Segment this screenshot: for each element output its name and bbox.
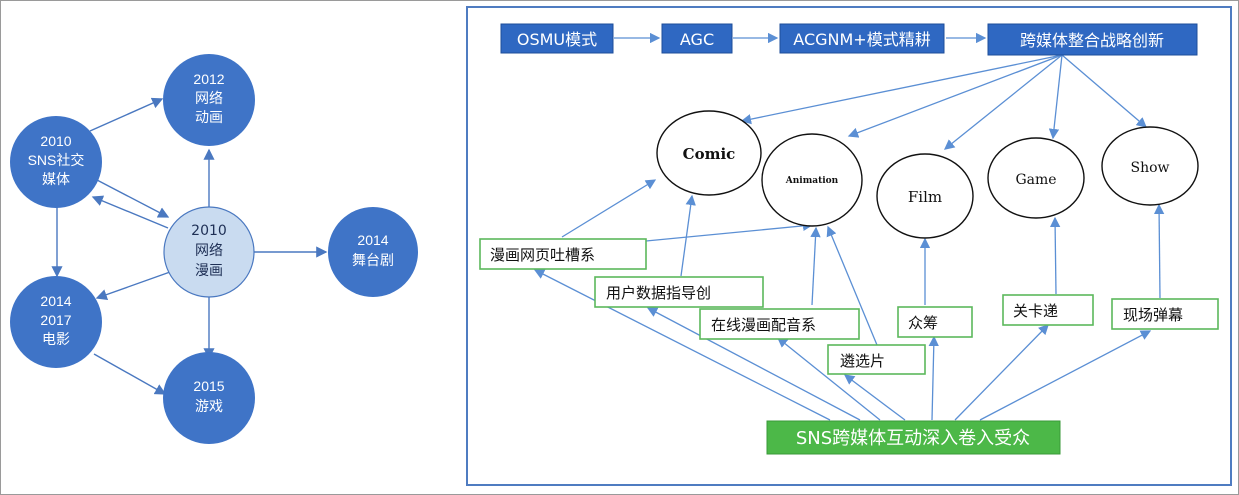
- arrow-strategy-to-film: [943, 54, 1063, 150]
- arrow-strategy-to-game: [1048, 54, 1063, 140]
- node-label-line: SNS社交: [28, 152, 85, 168]
- interaction-tucao: 漫画网页吐槽系: [479, 238, 647, 270]
- edge-manga-to-movie: [95, 271, 171, 300]
- arrow-tucao-to-comic: [561, 179, 657, 238]
- media-film: Film: [876, 153, 974, 239]
- edge-sns-to-animation: [89, 97, 164, 132]
- interaction-label: 用户数据指导创: [606, 284, 711, 302]
- node-label-line: 2010: [40, 133, 71, 149]
- media-game: Game: [987, 137, 1085, 219]
- media-label: Comic: [683, 145, 736, 163]
- interaction-crowdfund: 众筹: [897, 306, 973, 338]
- interaction-label: 众筹: [908, 314, 938, 332]
- media-comic: Comic: [656, 110, 762, 196]
- top-box-label: OSMU模式: [517, 30, 597, 49]
- interaction-label: 在线漫画配音系: [711, 316, 816, 334]
- top-box-label: 跨媒体整合战略创新: [1020, 31, 1164, 50]
- interaction-levels: 关卡递: [1002, 294, 1094, 326]
- arrow-selection-to-animation: [826, 225, 878, 346]
- audience-label: SNS跨媒体互动深入卷入受众: [796, 428, 1030, 449]
- arrow-audience-to-crowdfund: [928, 335, 939, 421]
- edge-movie-to-game: [93, 353, 167, 395]
- node-movie: 2014 2017 电影: [10, 276, 102, 368]
- right-panel-border: [466, 6, 1232, 486]
- node-web-manga: 2010 网络 漫画: [163, 206, 255, 298]
- top-box-agc: AGC: [661, 23, 733, 54]
- arrow-strategy-to-show: [1061, 54, 1147, 128]
- node-label-line: 媒体: [42, 171, 70, 187]
- top-box-acgnm: ACGNM+模式精耕: [779, 23, 945, 54]
- interaction-label: 关卡递: [1013, 302, 1058, 320]
- node-stage-play: 2014 舞台剧: [328, 207, 418, 297]
- arrow-audience-to-userdata: [646, 307, 861, 421]
- node-label-line: 网络: [195, 243, 223, 259]
- left-edges: [51, 97, 328, 395]
- edge-sns-to-manga: [96, 179, 170, 218]
- node-label-line: 2012: [193, 71, 224, 87]
- node-sns-social-media: 2010 SNS社交 媒体: [10, 116, 102, 208]
- arrow-userdata-to-comic: [680, 194, 696, 277]
- top-box-label: ACGNM+模式精耕: [793, 30, 930, 49]
- interaction-dubbing: 在线漫画配音系: [699, 308, 860, 340]
- arrow-audience-to-selection: [843, 374, 906, 421]
- interaction-label: 漫画网页吐槽系: [490, 246, 595, 264]
- node-label-line: 游戏: [195, 398, 223, 414]
- arrow-audience-to-tucao: [533, 269, 831, 421]
- arrow-strategy-to-animation: [847, 54, 1063, 138]
- top-box-label: AGC: [680, 30, 714, 49]
- node-label-line: 2014: [357, 232, 388, 248]
- media-show: Show: [1101, 126, 1199, 206]
- node-label-line: 网络: [195, 90, 223, 106]
- arrow-tucao-to-animation: [645, 220, 814, 242]
- arrow-audience-to-danmaku: [979, 330, 1152, 421]
- node-label-line: 2015: [193, 378, 224, 394]
- node-label-line: 2017: [40, 312, 71, 328]
- arrow-strategy-to-comic: [740, 54, 1063, 125]
- node-label-line: 电影: [42, 331, 70, 347]
- node-game: 2015 游戏: [163, 352, 255, 444]
- media-label: Animation: [785, 176, 839, 186]
- interaction-userdata: 用户数据指导创: [594, 276, 764, 308]
- audience-box: SNS跨媒体互动深入卷入受众: [766, 420, 1061, 455]
- arrow-audience-to-dubbing: [776, 337, 881, 421]
- interaction-label: 现场弹幕: [1123, 306, 1183, 324]
- interaction-selection: 遴选片: [827, 344, 926, 375]
- edge-manga-to-sns: [91, 195, 169, 229]
- node-label-line: 动画: [195, 109, 223, 125]
- arrow-audience-to-levels: [954, 324, 1049, 421]
- media-label: Game: [1015, 172, 1056, 188]
- node-label-line: 舞台剧: [352, 252, 394, 268]
- arrow-levels-to-game: [1049, 216, 1061, 295]
- interaction-label: 遴选片: [840, 352, 885, 370]
- node-label-line: 2014: [40, 293, 71, 309]
- arrow-dubbing-to-animation: [810, 226, 821, 306]
- interaction-danmaku: 现场弹幕: [1111, 298, 1219, 330]
- right-arrows: [533, 32, 1165, 421]
- top-box-osmu: OSMU模式: [500, 23, 614, 54]
- media-label: Film: [908, 188, 942, 206]
- node-label-line: 2010: [191, 223, 227, 239]
- media-animation: Animation: [761, 133, 863, 227]
- top-box-strategy: 跨媒体整合战略创新: [987, 23, 1198, 56]
- node-label-line: 漫画: [195, 263, 223, 279]
- media-label: Show: [1130, 160, 1169, 176]
- node-network-animation: 2012 网络 动画: [163, 54, 255, 146]
- arrow-danmaku-to-show: [1153, 203, 1165, 299]
